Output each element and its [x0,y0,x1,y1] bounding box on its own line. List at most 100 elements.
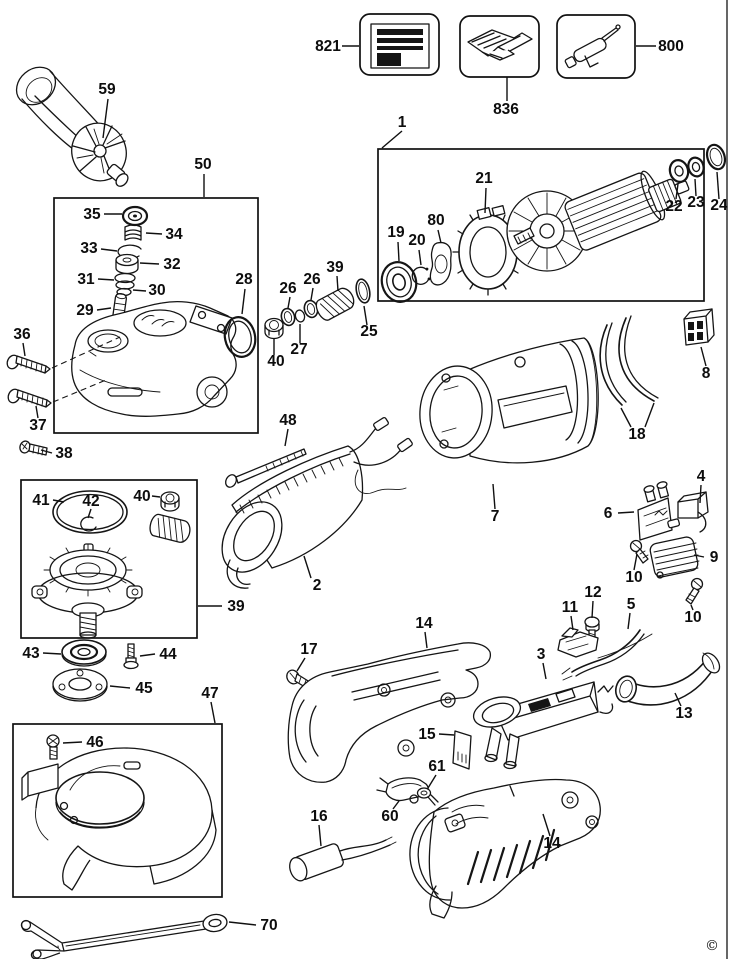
callout-5: 5 [627,596,636,613]
callout-36: 36 [13,326,31,343]
screw-37-drawing [7,388,52,408]
handle-half-14a-drawing [287,642,492,783]
callout-29: 29 [76,302,94,319]
callout-70: 70 [260,917,277,934]
carbon-brush-4-drawing [667,491,709,533]
grease-tube-icon [564,24,621,69]
callout-21: 21 [475,170,493,187]
screw-38-drawing [19,440,48,456]
callout-23: 23 [687,194,705,211]
callout-3: 3 [537,646,546,663]
callout-38: 38 [55,445,73,462]
callout-14b: 14 [543,835,561,852]
rings-31-drawing [114,272,136,290]
flange-45-drawing [52,668,108,702]
callout-26b: 26 [303,271,321,288]
callout-11: 11 [562,599,579,616]
ring-27-drawing [294,309,306,323]
callout-24: 24 [710,197,728,214]
capacitor-16-drawing [289,836,397,882]
callout-46: 46 [86,734,104,751]
button-32-drawing [115,253,139,275]
legend-box-836 [459,15,540,101]
legend-box-821 [342,13,440,76]
screw-48-drawing [224,448,307,488]
screw-36-drawing [6,354,51,374]
callout-2: 2 [313,577,322,594]
screw-61-drawing [416,787,439,806]
bearing-35-drawing [121,205,149,227]
callout-35: 35 [83,206,101,223]
cord-protector-13-drawing [614,652,721,706]
callout-821: 821 [315,38,341,55]
callout-33: 33 [80,240,98,257]
nameplate-icon [370,23,430,69]
callout-8: 8 [702,365,711,382]
nut-40a-drawing [264,317,284,340]
ring-26a-drawing [280,307,296,327]
spindle-assembly-drawing [31,543,143,639]
screw-44-drawing [123,643,139,670]
callout-40b: 40 [133,488,150,505]
callout-50: 50 [194,156,211,173]
gearcase-box [53,197,259,434]
callout-31: 31 [77,271,95,288]
bearing-19-drawing [380,261,418,303]
spindle-box [20,479,198,639]
switch-3-drawing [472,681,614,770]
pinion-gear-39a-drawing [315,287,355,321]
side-handle-drawing [15,66,129,187]
callout-42: 42 [82,493,99,510]
callout-12: 12 [584,584,601,601]
callout-9: 9 [710,549,719,566]
armature-drawing [506,170,690,272]
callout-41: 41 [32,492,50,509]
callout-47: 47 [201,685,218,702]
wrench-70-drawing [20,913,228,959]
guard-box [12,723,223,898]
screw-10a-drawing [629,539,649,564]
callout-28: 28 [235,271,253,288]
cord-clamp-11-drawing [557,627,599,658]
callout-32: 32 [163,256,180,273]
gear-housing-drawing [71,301,237,417]
callout-7: 7 [491,508,500,525]
brush-holder-8-drawing [683,308,715,346]
bearing-43-drawing [61,639,107,667]
o-ring-41-drawing [52,490,128,534]
pinion-gear-39c-drawing [149,513,191,543]
callout-15: 15 [418,726,436,743]
callout-19: 19 [387,224,405,241]
callout-25: 25 [360,323,378,340]
callout-10b: 10 [684,609,701,626]
spring-34-drawing [124,224,142,241]
cord-5-drawing [561,629,653,681]
callout-4: 4 [697,468,706,485]
copyright-mark: © [705,938,719,954]
ring-25-drawing [355,278,371,304]
callout-26a: 26 [279,280,297,297]
callout-22: 22 [665,198,682,215]
screw-46-drawing [46,734,60,760]
ring-28-drawing [223,316,257,358]
cover-9-drawing [649,536,700,579]
callout-80: 80 [427,212,444,229]
callout-6: 6 [604,505,613,522]
wheel-guard-drawing [21,747,217,891]
callout-20: 20 [408,232,425,249]
callout-30: 30 [148,282,165,299]
callout-37: 37 [29,417,46,434]
callout-43: 43 [22,645,40,662]
callout-10a: 10 [625,569,642,586]
screw-10b-drawing [685,577,704,605]
motor-case-7-drawing [419,337,599,464]
callout-59: 59 [98,81,116,98]
baffle-80-drawing [429,241,452,286]
callout-48: 48 [279,412,297,429]
brush-holder-6-drawing [637,481,673,541]
callout-16: 16 [310,808,328,825]
callout-60: 60 [381,808,398,825]
legend-box-800 [556,14,656,79]
